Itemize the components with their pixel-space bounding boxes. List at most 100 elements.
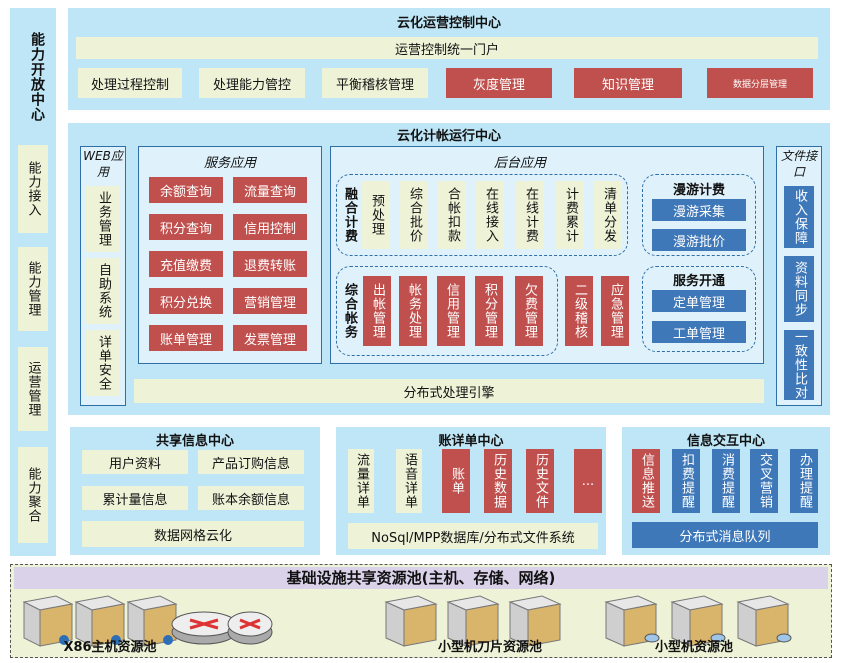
balance-info-item[interactable]: 账本余额信息 [198, 486, 304, 510]
billout-manage-item[interactable]: 出帐管理 [363, 276, 391, 346]
handle-remind-item[interactable]: 办理提醒 [790, 449, 818, 513]
gray-release-button[interactable]: 灰度管理 [446, 68, 552, 98]
accum-info-item[interactable]: 累计量信息 [82, 486, 188, 510]
service-open-group [642, 266, 756, 352]
roaming-rating-button[interactable]: 漫游批价 [652, 229, 746, 251]
points-query-button[interactable]: 积分查询 [149, 214, 223, 240]
bill-item[interactable]: 账单 [442, 449, 470, 513]
points-exchange-button[interactable]: 积分兑换 [149, 288, 223, 314]
product-order-item[interactable]: 产品订购信息 [198, 450, 304, 474]
blade-pool-label: 小型机刀片资源池 [437, 640, 542, 655]
file-interface-title: 文件接口 [780, 149, 817, 179]
server-icon [736, 595, 792, 647]
router-icon [227, 611, 273, 645]
mini-pool-label: 小型机资源池 [654, 640, 733, 655]
process-control-button[interactable]: 处理过程控制 [78, 68, 182, 98]
credit-manage-item[interactable]: 信用管理 [437, 276, 465, 346]
data-sync-item[interactable]: 资料同步 [784, 256, 814, 322]
storage-item[interactable]: NoSql/MPP数据库/分布式文件系统 [348, 523, 598, 549]
server-icon [604, 595, 660, 647]
server-icon [126, 595, 178, 647]
web-business-manage[interactable]: 业务管理 [86, 186, 120, 252]
service-app-title: 服务应用 [203, 156, 256, 171]
voice-detail-item[interactable]: 语音详单 [396, 449, 422, 513]
arrears-manage-item[interactable]: 欠费管理 [515, 276, 543, 346]
server-icon [384, 595, 438, 647]
fusion-billing-group [336, 174, 628, 256]
refund-transfer-button[interactable]: 退费转账 [233, 251, 307, 277]
router-icon [171, 611, 237, 645]
data-layer-button[interactable]: 数据分层管理 [707, 68, 813, 98]
billing-center-title: 云化计帐运行中心 [396, 129, 501, 144]
ops-portal[interactable]: 运营控制统一门户 [76, 37, 818, 59]
balance-query-button[interactable]: 余额查询 [149, 177, 223, 203]
marketing-manage-button[interactable]: 营销管理 [233, 288, 307, 314]
rating-item[interactable]: 综合批价 [400, 181, 428, 249]
interaction-center-title: 信息交互中心 [686, 434, 765, 449]
infrastructure-title: 基础设施共享资源池(主机、存储、网络) [14, 567, 828, 589]
distributed-engine[interactable]: 分布式处理引擎 [134, 379, 764, 403]
service-open-title: 服务开通 [672, 274, 725, 289]
account-group [336, 266, 558, 356]
web-self-service[interactable]: 自助系统 [86, 258, 120, 324]
secondary-audit-item[interactable]: 二级稽核 [565, 276, 593, 346]
server-icon [508, 595, 562, 647]
detail-center-title: 账详单中心 [438, 434, 504, 449]
server-icon [670, 595, 726, 647]
left-item-ops[interactable]: 运营管理 [18, 347, 48, 431]
account-process-item[interactable]: 帐务处理 [399, 276, 427, 346]
roaming-group [642, 174, 756, 256]
preprocess-item[interactable]: 预处理 [362, 181, 390, 249]
list-distribute-item[interactable]: 清单分发 [594, 181, 622, 249]
left-item-manage[interactable]: 能力管理 [18, 247, 48, 331]
revenue-assure-item[interactable]: 收入保障 [784, 186, 814, 248]
online-access-item[interactable]: 在线接入 [476, 181, 504, 249]
blade-server-icons [384, 595, 562, 647]
left-item-access[interactable]: 能力接入 [18, 145, 48, 233]
traffic-detail-item[interactable]: 流量详单 [348, 449, 374, 513]
bill-manage-button[interactable]: 账单管理 [149, 325, 223, 351]
roaming-title: 漫游计费 [672, 183, 725, 198]
traffic-query-button[interactable]: 流量查询 [233, 177, 307, 203]
web-app-title: WEB应用 [83, 149, 123, 179]
server-icon [446, 595, 500, 647]
order-manage-button[interactable]: 定单管理 [652, 290, 746, 312]
invoice-manage-button[interactable]: 发票管理 [233, 325, 307, 351]
consume-remind-item[interactable]: 消费提醒 [712, 449, 740, 513]
user-profile-item[interactable]: 用户资料 [82, 450, 188, 474]
message-queue-item[interactable]: 分布式消息队列 [632, 522, 818, 548]
web-detail-security[interactable]: 详单安全 [86, 330, 120, 396]
x86-server-icons [22, 595, 273, 647]
consistency-check-item[interactable]: 一致性比对 [784, 330, 814, 400]
points-manage-item[interactable]: 积分管理 [475, 276, 503, 346]
ability-open-center-title: 能力开放中心 [29, 32, 45, 122]
server-icon [74, 595, 126, 647]
data-grid-item[interactable]: 数据网格云化 [82, 521, 304, 547]
server-icon [22, 595, 74, 647]
shared-info-title: 共享信息中心 [155, 434, 234, 449]
history-data-item[interactable]: 历史数据 [484, 449, 512, 513]
billing-accum-item[interactable]: 计费累计 [556, 181, 584, 249]
ops-control-center-title: 云化运营控制中心 [396, 16, 501, 31]
knowledge-button[interactable]: 知识管理 [574, 68, 682, 98]
mini-server-icons [604, 595, 792, 647]
left-item-aggregate[interactable]: 能力聚合 [18, 447, 48, 543]
cross-marketing-item[interactable]: 交叉营销 [750, 449, 778, 513]
x86-pool-label: X86主机资源池 [63, 640, 157, 655]
backend-app-title: 后台应用 [493, 156, 546, 171]
info-push-item[interactable]: 信息推送 [632, 449, 660, 513]
recharge-button[interactable]: 充值缴费 [149, 251, 223, 277]
roaming-collect-button[interactable]: 漫游采集 [652, 199, 746, 221]
history-file-item[interactable]: 历史文件 [526, 449, 554, 513]
deduct-remind-item[interactable]: 扣费提醒 [672, 449, 700, 513]
account-label: 综合帐务 [342, 283, 357, 339]
capacity-control-button[interactable]: 处理能力管控 [199, 68, 305, 98]
emergency-manage-item[interactable]: 应急管理 [601, 276, 629, 346]
more-item[interactable]: ... [574, 449, 602, 513]
work-order-button[interactable]: 工单管理 [652, 321, 746, 343]
balance-audit-button[interactable]: 平衡稽核管理 [322, 68, 428, 98]
account-deduct-item[interactable]: 合帐扣款 [438, 181, 466, 249]
fusion-billing-label: 融合计费 [342, 187, 357, 243]
credit-control-button[interactable]: 信用控制 [233, 214, 307, 240]
online-billing-item[interactable]: 在线计费 [516, 181, 544, 249]
